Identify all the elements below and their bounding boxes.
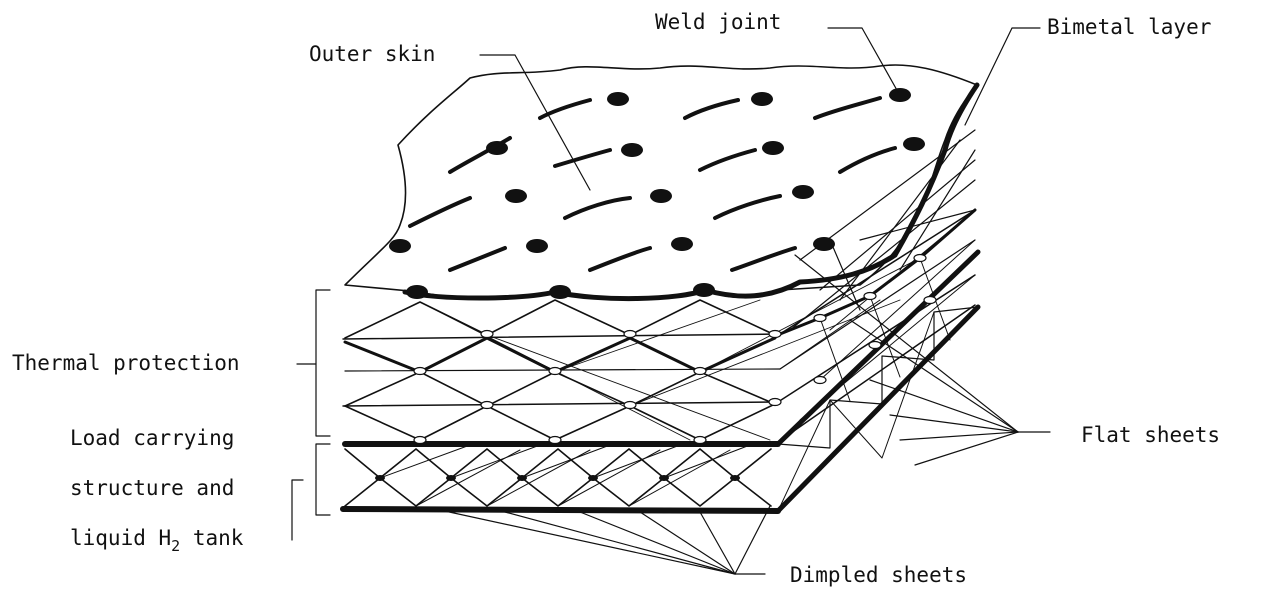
thermal-protection-label: Thermal protection [12, 353, 240, 374]
weld-joint-label: Weld joint [655, 12, 781, 33]
dimpled-sheets-label: Dimpled sheets [790, 565, 967, 586]
liquid-h-text: liquid H [70, 526, 171, 550]
tank-text: tank [180, 526, 243, 550]
load-carrying-label-line2: structure and [70, 478, 234, 499]
load-carrying-label-line1: Load carrying [70, 428, 234, 449]
bimetal-layer-label: Bimetal layer [1047, 17, 1211, 38]
outer-skin [345, 65, 977, 299]
flat-sheets-label: Flat sheets [1081, 425, 1220, 446]
outer-skin-label: Outer skin [309, 44, 435, 65]
load-carrying-label-line3: liquid H2 tank [70, 528, 243, 549]
h2-subscript: 2 [171, 537, 180, 555]
bimetal-layer [790, 130, 975, 330]
